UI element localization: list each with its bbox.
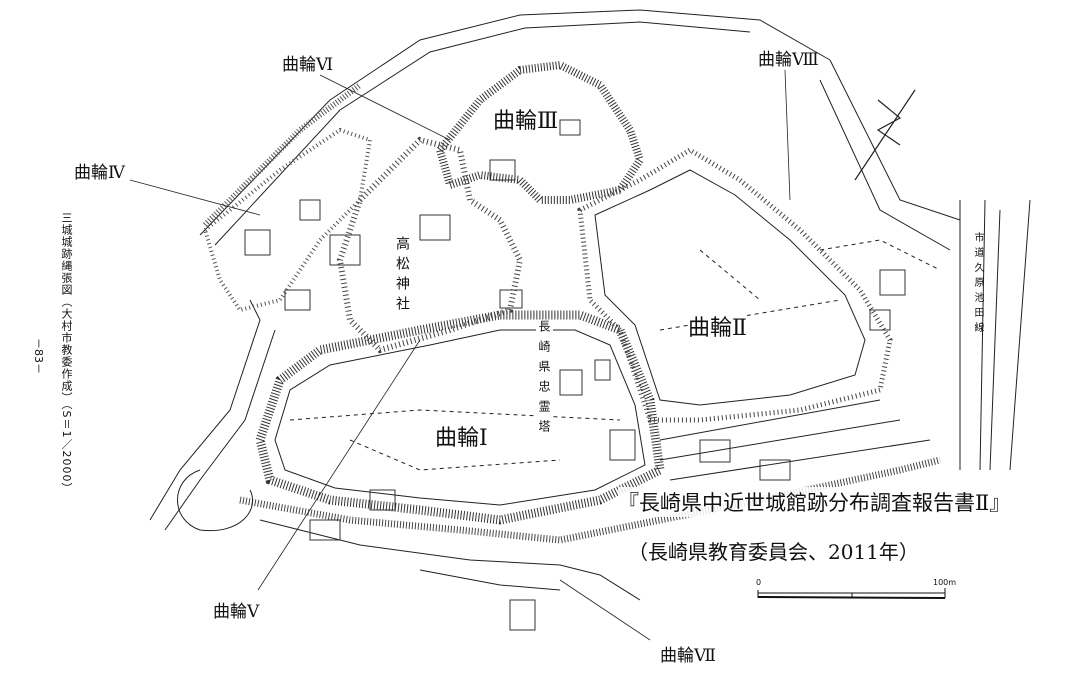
road-line — [819, 59, 961, 251]
label-kuruwa-7: 曲輪Ⅶ — [660, 646, 716, 666]
buildings — [244, 119, 906, 631]
wall-kuruwa-2 — [577, 147, 893, 423]
terrace — [259, 399, 931, 601]
scale-end-label: 100m — [933, 578, 957, 587]
wall-kuruwa-2-inner — [594, 169, 866, 406]
wall-kuruwa-3 — [435, 60, 645, 204]
label-shrine: 高松神社 — [392, 236, 412, 316]
label-kuruwa-1: 曲輪Ⅰ — [435, 420, 488, 452]
label-kuruwa-6: 曲輪Ⅵ — [282, 55, 334, 75]
loop — [177, 469, 253, 532]
wall-kuruwa-1 — [255, 310, 665, 525]
label-kuruwa-2: 曲輪Ⅱ — [688, 310, 747, 342]
label-kuruwa-5: 曲輪Ⅴ — [213, 602, 260, 622]
outer-road — [214, 21, 751, 246]
wall-shrine-area — [336, 136, 524, 354]
north-arrow-icon — [854, 89, 916, 181]
wall-kuruwa-4 — [202, 127, 373, 313]
outer-road — [164, 329, 276, 531]
citation-title: 『長崎県中近世城館跡分布調査報告書Ⅱ』 — [618, 487, 1011, 517]
road-line — [959, 199, 1031, 471]
citation-publisher: （長崎県教育委員会、2011年） — [628, 536, 919, 565]
scale-bar — [757, 588, 946, 599]
leader-lines — [129, 69, 791, 641]
label-road: 市道久原池田線 — [972, 232, 983, 337]
dashed-path — [289, 239, 941, 471]
label-memorial: 長崎県忠霊塔 — [536, 320, 553, 440]
wall-kuruwa-1-inner — [274, 329, 646, 506]
outer-road — [199, 9, 831, 236]
side-caption: 三城城跡縄張図（大村市教委作成）（S＝1／2000） — [60, 212, 73, 495]
scale-start-label: 0 — [756, 578, 762, 587]
outer-road — [149, 299, 261, 521]
outer-road — [202, 82, 362, 228]
label-kuruwa-4: 曲輪Ⅳ — [74, 163, 125, 183]
page-number: －83－ — [32, 338, 45, 374]
label-kuruwa-8: 曲輪Ⅷ — [758, 50, 819, 70]
label-kuruwa-3: 曲輪Ⅲ — [493, 109, 559, 134]
